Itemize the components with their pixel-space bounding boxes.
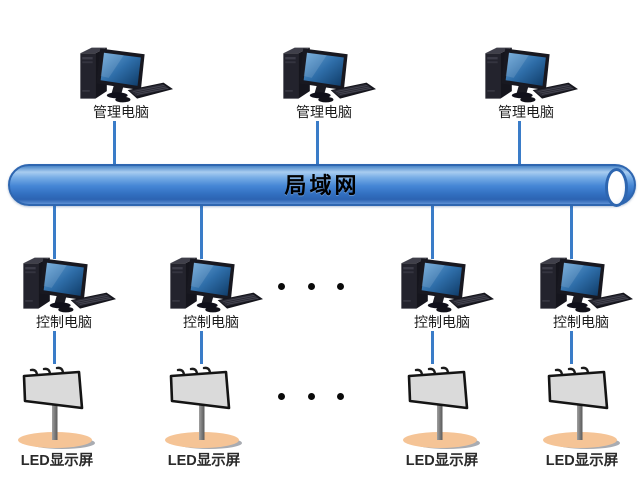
connector-led-3 — [431, 331, 434, 364]
connector-management-1 — [113, 121, 116, 166]
led-display-label: LED显示屏 — [545, 453, 619, 469]
led-billboard-icon — [400, 360, 484, 452]
management-computer-label: 管理电脑 — [498, 106, 554, 121]
desktop-computer-icon — [159, 255, 263, 315]
led-billboard-icon — [15, 360, 99, 452]
connector-control-1 — [53, 205, 56, 259]
desktop-computer-icon — [69, 45, 173, 105]
ellipsis-dot — [337, 283, 344, 290]
led-display-node-3: LED显示屏 — [382, 360, 502, 469]
connector-control-4 — [570, 205, 573, 259]
led-billboard-icon — [540, 360, 624, 452]
ellipsis-dot — [308, 393, 315, 400]
led-display-label: LED显示屏 — [20, 453, 94, 469]
management-computer-node-3: 管理电脑 — [466, 45, 586, 122]
control-computer-node-2: 控制电脑 — [151, 255, 271, 332]
ellipsis-dot — [278, 393, 285, 400]
ellipsis-dot — [337, 393, 344, 400]
ellipsis-dot — [278, 283, 285, 290]
connector-management-3 — [518, 121, 521, 166]
connector-led-4 — [570, 331, 573, 364]
cylinder-opening — [605, 168, 628, 207]
connector-control-2 — [200, 205, 203, 259]
led-display-label: LED显示屏 — [405, 453, 479, 469]
desktop-computer-icon — [390, 255, 494, 315]
connector-control-3 — [431, 205, 434, 259]
management-computer-label: 管理电脑 — [296, 106, 352, 121]
connector-management-2 — [316, 121, 319, 166]
led-display-label: LED显示屏 — [167, 453, 241, 469]
desktop-computer-icon — [474, 45, 578, 105]
control-computer-node-1: 控制电脑 — [4, 255, 124, 332]
desktop-computer-icon — [12, 255, 116, 315]
control-computer-label: 控制电脑 — [553, 316, 609, 331]
ellipsis-dot — [308, 283, 315, 290]
led-display-node-2: LED显示屏 — [144, 360, 264, 469]
connector-led-2 — [200, 331, 203, 364]
management-computer-node-1: 管理电脑 — [61, 45, 181, 122]
control-computer-node-4: 控制电脑 — [521, 255, 641, 332]
lan-label: 局域网 — [284, 173, 360, 198]
management-computer-node-2: 管理电脑 — [264, 45, 384, 122]
led-display-node-4: LED显示屏 — [522, 360, 642, 469]
desktop-computer-icon — [529, 255, 633, 315]
control-computer-node-3: 控制电脑 — [382, 255, 502, 332]
control-computer-label: 控制电脑 — [36, 316, 92, 331]
lan-bus-cylinder: 局域网 — [8, 164, 636, 207]
management-computer-label: 管理电脑 — [93, 106, 149, 121]
control-computer-label: 控制电脑 — [414, 316, 470, 331]
connector-led-1 — [53, 331, 56, 364]
desktop-computer-icon — [272, 45, 376, 105]
control-computer-label: 控制电脑 — [183, 316, 239, 331]
led-display-node-1: LED显示屏 — [0, 360, 117, 469]
led-billboard-icon — [162, 360, 246, 452]
